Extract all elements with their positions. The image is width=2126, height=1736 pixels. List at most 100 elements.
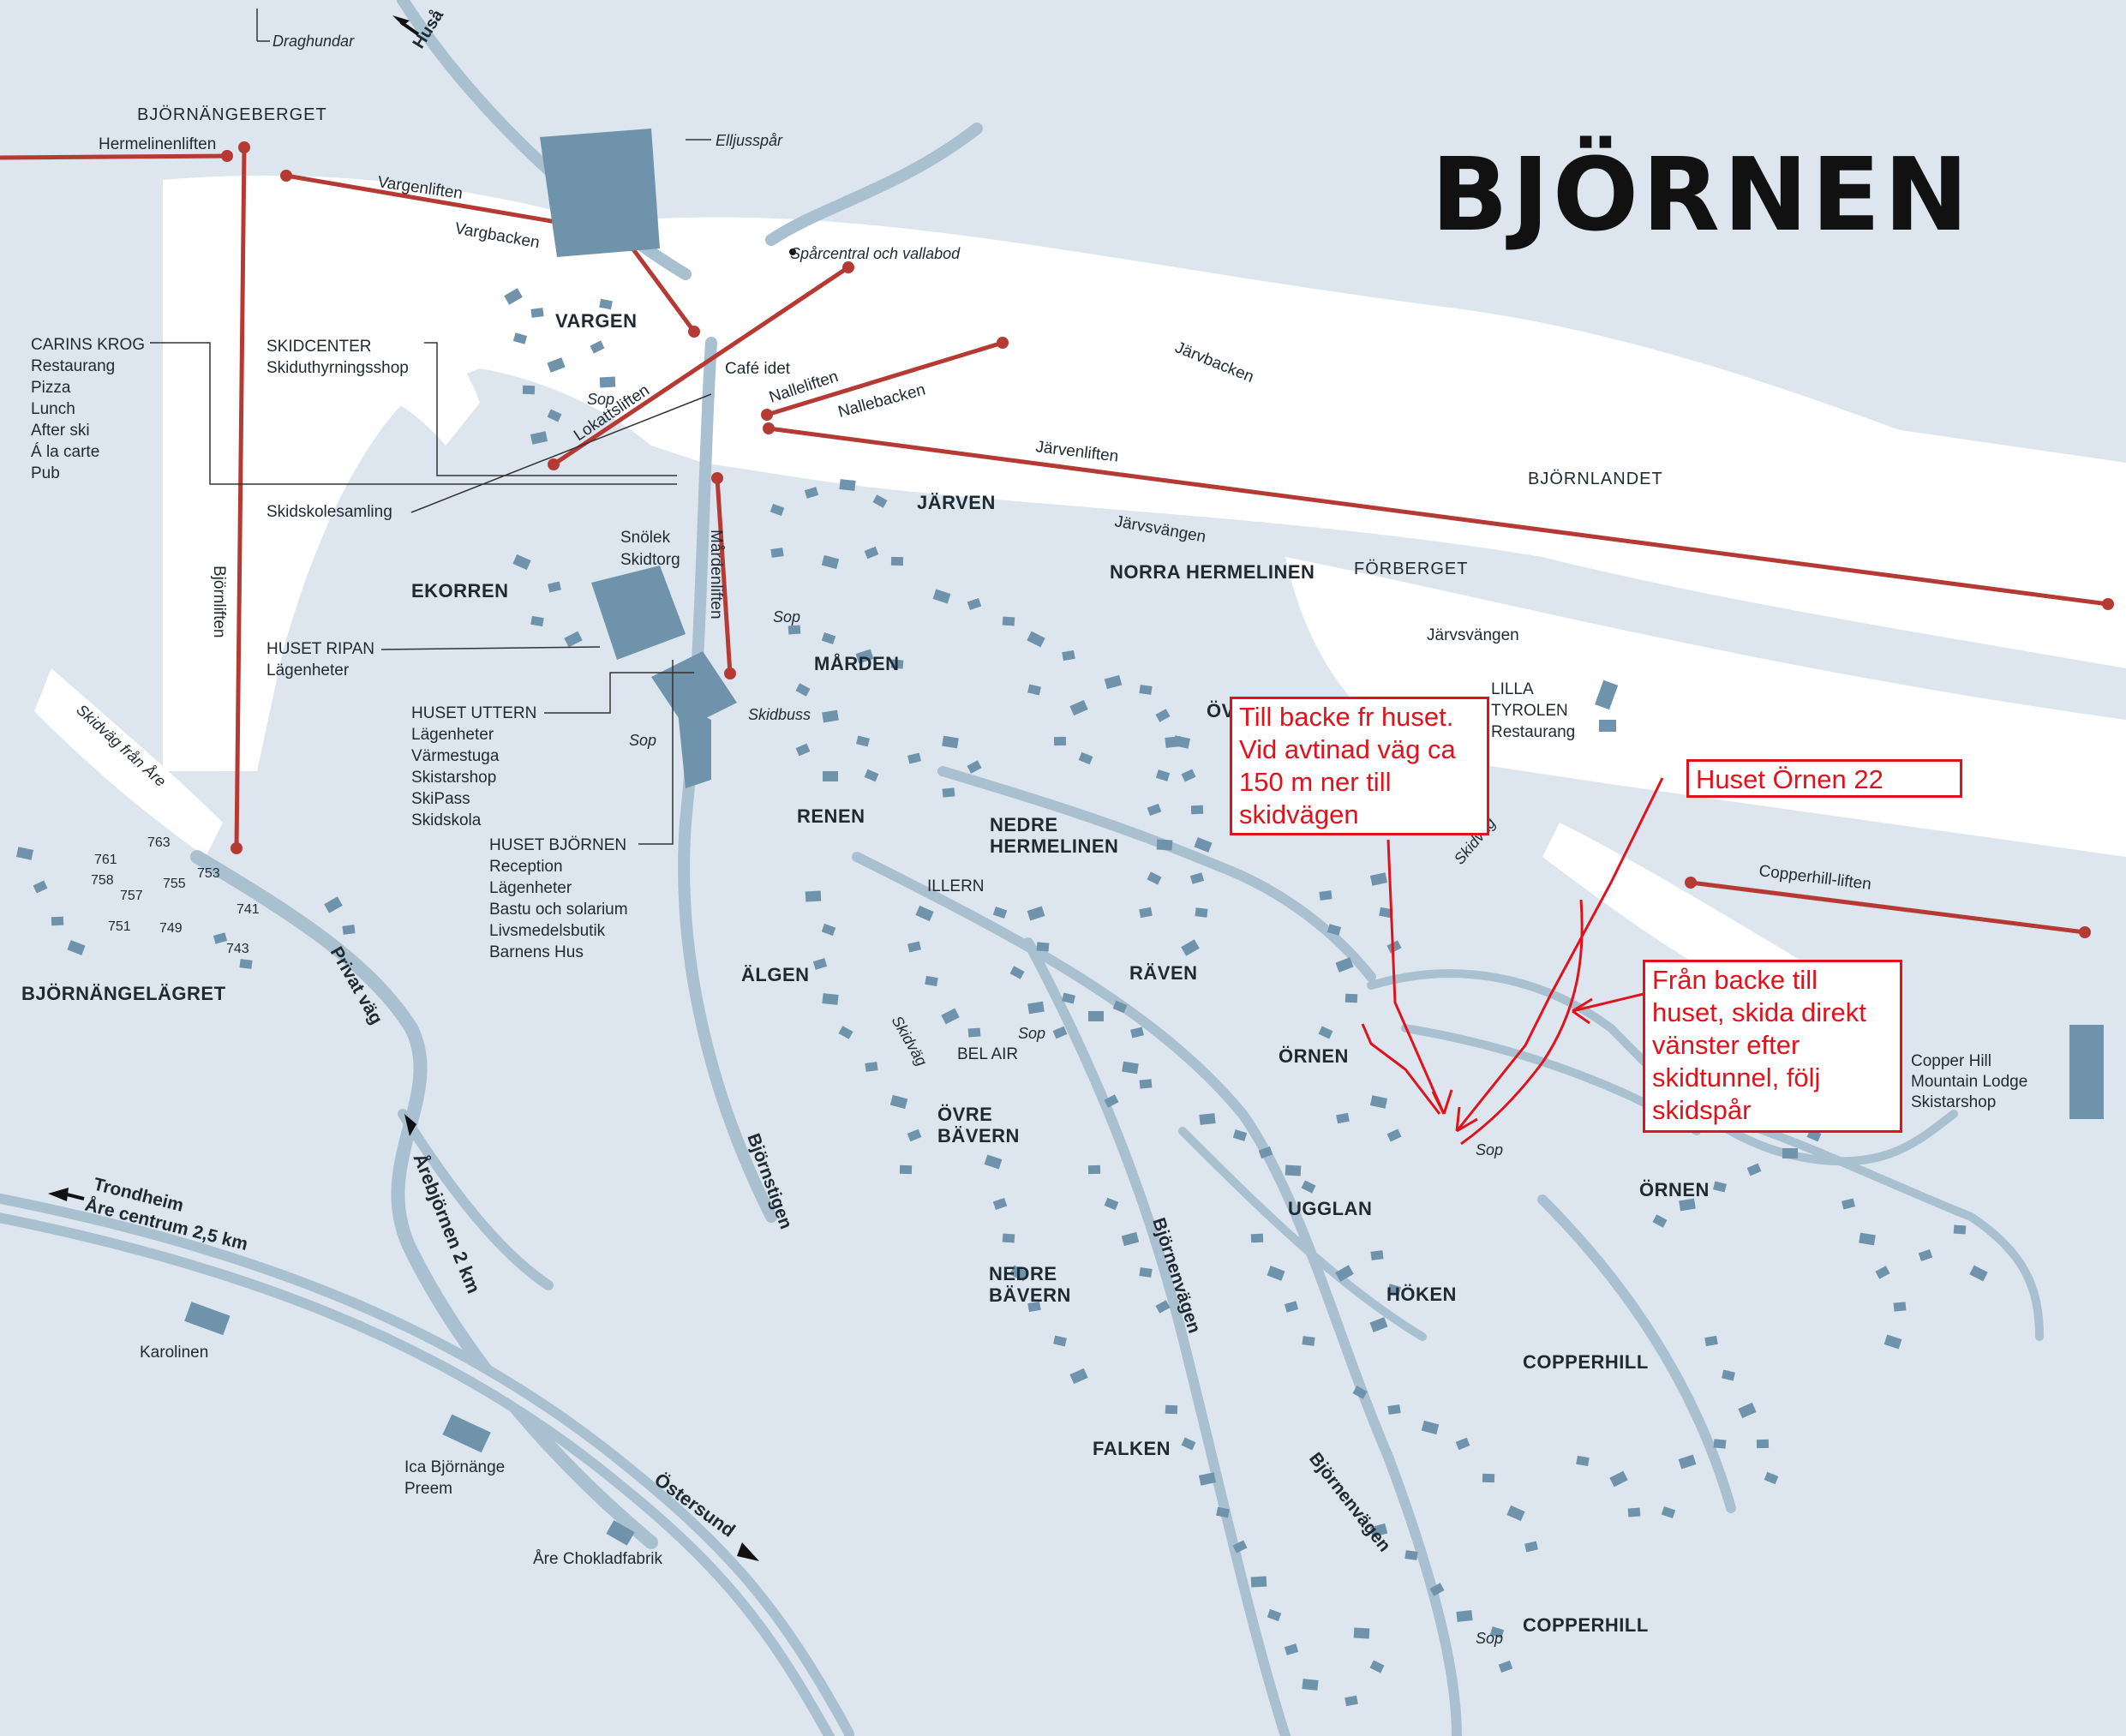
svg-text:741: 741 — [237, 902, 260, 917]
cabin-mark — [1036, 942, 1050, 952]
svg-text:ÖVRE: ÖVRE — [937, 1104, 992, 1125]
label-bel-air: BEL AIR — [957, 1045, 1018, 1063]
label-tyrolen: TYROLEN — [1491, 702, 1568, 720]
cabin-mark — [1301, 1180, 1316, 1194]
cabin-mark — [1181, 1437, 1196, 1451]
cabin-mark — [1404, 1550, 1418, 1560]
cabin-mark — [1139, 907, 1153, 919]
svg-text:ÖRNEN: ÖRNEN — [1639, 1179, 1710, 1200]
cabin-mark — [1746, 1163, 1762, 1176]
cabin-mark — [1027, 906, 1045, 921]
cabin-mark — [1335, 1265, 1354, 1282]
cabin-mark — [770, 548, 784, 558]
cabin-mark — [1429, 1583, 1445, 1596]
cabin-mark — [1969, 1265, 1988, 1282]
cabin-mark — [1232, 1540, 1248, 1553]
arrow-husa — [392, 15, 420, 36]
label-skidtorg: Skidtorg — [620, 551, 680, 569]
svg-text:HUSET UTTERN: HUSET UTTERN — [411, 704, 536, 722]
svg-text:Bastu och solarium: Bastu och solarium — [489, 901, 628, 919]
svg-text:NORRA HERMELINEN: NORRA HERMELINEN — [1110, 561, 1315, 583]
svg-text:COPPERHILL: COPPERHILL — [1523, 1614, 1649, 1636]
lokattsliften-line — [552, 265, 850, 467]
cabin-mark — [942, 735, 959, 749]
cabin-mark — [1121, 1231, 1140, 1247]
cabin-mark — [1678, 1454, 1697, 1470]
cabin-mark — [1027, 1001, 1045, 1015]
svg-text:755: 755 — [163, 877, 186, 891]
cabin-mark — [1009, 1265, 1028, 1282]
cabin-mark — [855, 649, 874, 664]
cabin-mark — [1859, 1232, 1876, 1246]
cabin-mark — [1232, 1129, 1248, 1141]
cabin-mark — [522, 385, 536, 395]
cabin-mark — [890, 659, 904, 669]
svg-text:Lunch: Lunch — [31, 400, 75, 418]
cabin-mark — [1344, 993, 1358, 1003]
cabin-mark — [1087, 1164, 1101, 1175]
svg-text:751: 751 — [108, 919, 131, 934]
cabin-mark — [1155, 1300, 1171, 1314]
cabin-mark — [1482, 1473, 1495, 1483]
cabin-mark — [1918, 1248, 1933, 1262]
svg-text:NEDRE: NEDRE — [990, 814, 1058, 835]
cabin-mark — [1327, 924, 1342, 936]
area-bjornlandet: BJÖRNLANDET — [1528, 470, 1663, 488]
cabin-mark — [1455, 1437, 1470, 1451]
cabin-mark — [1352, 1386, 1368, 1399]
cabin-mark — [864, 546, 879, 560]
svg-text:761: 761 — [94, 853, 117, 867]
svg-text:MÅRDEN: MÅRDEN — [814, 652, 900, 674]
label-restaurang-tyrolen: Restaurang — [1491, 723, 1575, 741]
cabin-mark — [770, 503, 785, 517]
cabin-mark — [1284, 1301, 1299, 1313]
label-are-chokladfabrik: Åre Chokladfabrik — [533, 1550, 663, 1568]
cabin-mark — [1738, 1402, 1757, 1419]
district-labels: VARGEN JÄRVEN EKORREN MÅRDEN NORRA HERME… — [21, 310, 1710, 1636]
svg-text:FALKEN: FALKEN — [1093, 1438, 1171, 1459]
cabin-mark — [33, 880, 48, 894]
jarvenliften-line — [768, 426, 2109, 607]
cabin-mark — [1061, 992, 1076, 1004]
mardenliften-line — [715, 477, 733, 674]
info-carins-krog: CARINS KROG Restaurang Pizza Lunch After… — [31, 336, 145, 482]
label-ica-bjornange: Ica Björnänge — [404, 1458, 505, 1476]
cabin-mark — [1652, 1214, 1668, 1228]
label-karolinen: Karolinen — [140, 1344, 208, 1362]
cabin-mark — [1172, 735, 1191, 749]
svg-text:BÄVERN: BÄVERN — [989, 1284, 1071, 1306]
label-hermelinenliften: Hermelinenliften — [99, 135, 216, 153]
svg-text:Skiduthyrningsshop: Skiduthyrningsshop — [266, 359, 409, 377]
cabin-mark — [1386, 1128, 1402, 1142]
cabin-mark — [1369, 1660, 1385, 1673]
hermelinenliften-line — [0, 153, 228, 160]
svg-text:EKORREN: EKORREN — [411, 580, 509, 602]
svg-text:NEDRE: NEDRE — [989, 1263, 1057, 1284]
cabin-mark — [1088, 1011, 1104, 1021]
cabin-mark — [213, 932, 228, 944]
annotation-huset-ornen-22: Huset Örnen 22 — [1686, 759, 1962, 798]
cabin-mark — [907, 752, 922, 764]
cabin-mark — [342, 925, 356, 935]
svg-text:Pub: Pub — [31, 464, 60, 482]
cabin-mark — [548, 581, 561, 593]
cabin-mark — [512, 332, 528, 344]
cabin-mark — [890, 556, 904, 566]
cabin-mark — [1370, 1250, 1384, 1260]
cabin-mark — [899, 1164, 913, 1175]
label-preem: Preem — [404, 1480, 452, 1498]
svg-text:Pizza: Pizza — [31, 379, 71, 397]
cabin-mark — [1782, 1148, 1798, 1158]
svg-text:Skidskola: Skidskola — [411, 811, 482, 829]
cabin-mark — [1609, 1470, 1628, 1488]
label-bjornliften: Björnliften — [210, 566, 228, 638]
cabin-mark — [590, 340, 605, 354]
label-skidbuss: Skidbuss — [748, 706, 811, 723]
bjornliften-line — [234, 147, 247, 849]
cabin-mark — [1181, 769, 1196, 782]
annotation-arrows — [1361, 777, 1664, 1146]
cabin-mark — [984, 1154, 1003, 1170]
cabin-mark — [1893, 1302, 1907, 1312]
svg-text:RÄVEN: RÄVEN — [1129, 962, 1198, 984]
cabin-mark — [1139, 685, 1153, 695]
